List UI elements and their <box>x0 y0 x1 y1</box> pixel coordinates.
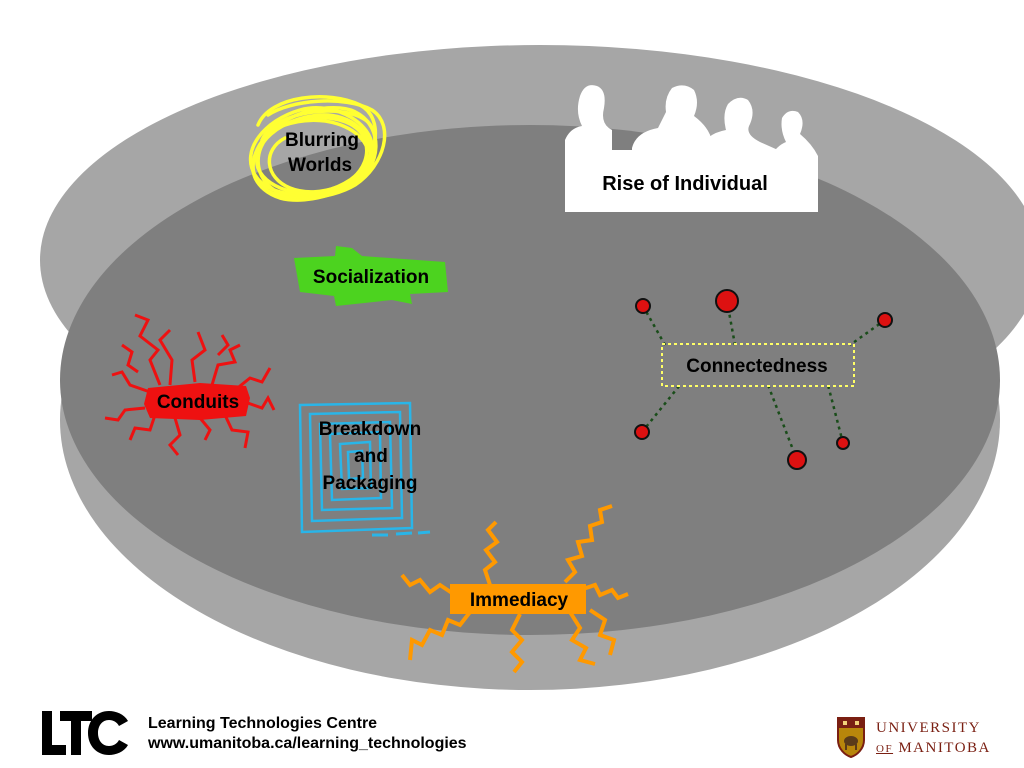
connector-nodes <box>634 289 893 470</box>
immediacy-label: Immediacy <box>470 590 569 611</box>
crest-icon <box>837 717 865 758</box>
blurring-worlds-group: Blurring Worlds <box>248 95 387 202</box>
connector-node <box>635 298 651 314</box>
org-name: Learning Technologies Centre <box>148 715 378 732</box>
ltc-contact: Learning Technologies Centre www.umanito… <box>148 714 467 754</box>
connectedness-label: Connectedness <box>686 356 827 377</box>
connector-node <box>877 312 893 328</box>
immediacy-badge <box>450 584 586 614</box>
immediacy-group: Immediacy <box>400 504 629 674</box>
connector-node <box>715 289 739 313</box>
socialization-label: Socialization <box>313 267 429 288</box>
connector-node <box>634 424 650 440</box>
university-of: OF <box>876 743 894 755</box>
breakdown-label-line3: Packaging <box>322 473 417 494</box>
connectedness-box <box>661 343 855 387</box>
breakdown-packaging-group: Breakdown and Packaging <box>298 401 431 537</box>
inner-ellipse <box>60 125 1000 635</box>
university-manitoba: MANITOBA <box>898 740 991 756</box>
scribble-icon <box>248 95 387 202</box>
university-wordmark-line1: UNIVERSITY <box>876 720 981 736</box>
conduits-branches-icon <box>104 313 276 456</box>
ltc-logo <box>42 711 128 755</box>
rise-of-individual-group: Rise of Individual <box>565 85 818 212</box>
university-of-manitoba-logo: UNIVERSITY OF MANITOBA <box>836 716 996 760</box>
socialization-badge <box>294 246 448 306</box>
conduits-label: Conduits <box>157 392 239 413</box>
blurring-worlds-label-line2: Worlds <box>288 155 352 176</box>
diagram-canvas: Rise of Individual Blurring Worlds Socia… <box>40 45 1024 690</box>
conduits-group: Conduits <box>104 313 276 456</box>
zigzag-rays-icon <box>400 504 629 674</box>
silhouettes-icon <box>565 85 818 212</box>
socialization-group: Socialization <box>294 246 448 306</box>
breakdown-label-line1: Breakdown <box>319 419 421 440</box>
connector-node <box>836 436 850 450</box>
org-url[interactable]: www.umanitoba.ca/learning_technologies <box>148 735 467 752</box>
conduits-badge <box>144 383 250 420</box>
breakdown-label-line2: and <box>354 446 388 467</box>
university-wordmark-line2: OF MANITOBA <box>876 740 991 757</box>
connector-node <box>787 450 807 470</box>
nested-squares-icon <box>298 401 431 537</box>
blurring-worlds-label-line1: Blurring <box>285 130 359 151</box>
rise-of-individual-label: Rise of Individual <box>602 173 768 195</box>
connectedness-group: Connectedness <box>634 289 893 470</box>
